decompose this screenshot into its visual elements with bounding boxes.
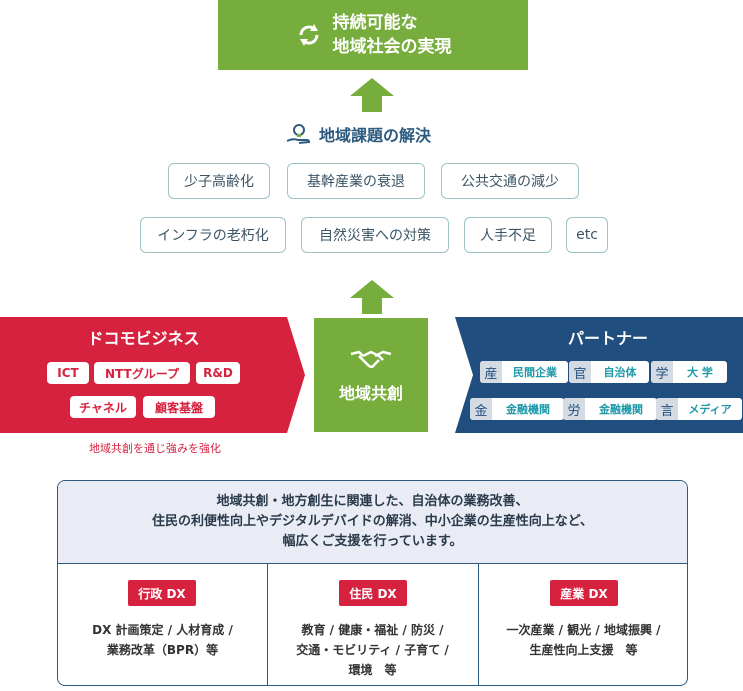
issues-title: 地域課題の解決	[319, 126, 432, 145]
issues-heading: 地域課題の解決	[285, 122, 485, 146]
dx-desc-line: 生産性向上支援 等	[529, 643, 638, 657]
dx-column-resident: 住民 DX 教育 / 健康・福祉 / 防災 / 交通・モビリティ / 子育て /…	[267, 563, 479, 685]
partner-chip-key: 金	[470, 398, 492, 420]
dx-desc: DX 計画策定 / 人材育成 / 業務改革（BPR）等	[58, 620, 267, 660]
partner-chip-value: 民間企業	[513, 366, 557, 379]
docomo-chip: ICT	[47, 362, 89, 384]
partner-chip-key: 言	[656, 398, 678, 420]
partner-chip-value: メディア	[688, 403, 732, 416]
dx-column-admin: 行政 DX DX 計画策定 / 人材育成 / 業務改革（BPR）等	[58, 563, 268, 685]
support-line: 地域共創・地方創生に関連した、自治体の業務改善、	[216, 494, 529, 509]
dx-badge: 産業 DX	[550, 580, 618, 606]
dx-desc-line: DX 計画策定 / 人材育成 /	[92, 623, 233, 637]
issue-chip: 人手不足	[464, 217, 552, 253]
dx-desc-line: 一次産業 / 観光 / 地域振興 /	[506, 623, 661, 637]
partner-chip-key: 産	[480, 361, 502, 383]
lightbulb-hand-icon	[286, 124, 311, 144]
docomo-title: ドコモビジネス	[87, 329, 200, 348]
issue-chip: 公共交通の減少	[441, 163, 579, 199]
support-line: 住民の利便性向上やデジタルデバイドの解消、中小企業の生産性向上など、	[151, 514, 594, 529]
up-arrow-icon	[350, 280, 394, 314]
issue-chip: 少子高齢化	[168, 163, 270, 199]
partner-chip-key: 労	[563, 398, 585, 420]
recycle-icon	[299, 24, 318, 46]
dx-desc-line: 業務改革（BPR）等	[106, 643, 219, 657]
support-box: 地域共創・地方創生に関連した、自治体の業務改善、 住民の利便性向上やデジタルデバ…	[57, 480, 688, 686]
docomo-note: 地域共創を通じ強みを強化	[89, 442, 221, 455]
dx-desc: 教育 / 健康・福祉 / 防災 / 交通・モビリティ / 子育て / 環境 等	[267, 620, 478, 680]
docomo-chip: 顧客基盤	[143, 396, 215, 418]
goal-line2: 地域社会の実現	[332, 37, 452, 57]
dx-desc-line: 交通・モビリティ / 子育て /	[296, 643, 449, 657]
dx-badge: 住民 DX	[339, 580, 407, 606]
issue-chip: インフラの老朽化	[140, 217, 286, 253]
partner-chip: 労 金融機関	[563, 398, 657, 420]
partner-chip-value: 金融機関	[599, 403, 643, 416]
issue-chip: 基幹産業の衰退	[287, 163, 425, 199]
dx-desc-line: 教育 / 健康・福祉 / 防災 /	[301, 623, 444, 637]
docomo-chip: チャネル	[70, 396, 136, 418]
partner-chip-key: 官	[569, 361, 591, 383]
support-intro: 地域共創・地方創生に関連した、自治体の業務改善、 住民の利便性向上やデジタルデバ…	[58, 481, 687, 563]
docomo-chip: R&D	[196, 362, 240, 384]
docomo-chip: NTTグループ	[94, 362, 190, 384]
partner-chip-value: 大 学	[687, 366, 713, 379]
partner-chip: 金 金融機関	[470, 398, 564, 420]
partner-chip: 学 大 学	[651, 361, 727, 383]
partner-chip: 言 メディア	[656, 398, 742, 420]
partner-title: パートナー	[567, 329, 648, 348]
partner-chip-value: 金融機関	[506, 403, 550, 416]
support-line: 幅広くご支援を行っています。	[282, 534, 463, 549]
goal-box: 持続可能な 地域社会の実現	[218, 0, 528, 70]
partner-chip-key: 学	[651, 361, 673, 383]
dx-desc-line: 環境 等	[348, 663, 397, 677]
co-creation-box: 地域共創	[314, 318, 428, 432]
issue-chip: 自然災害への対策	[301, 217, 449, 253]
partner-chip: 産 民間企業	[480, 361, 568, 383]
partner-chip-value: 自治体	[603, 366, 637, 379]
partner-chip: 官 自治体	[569, 361, 649, 383]
handshake-icon	[350, 350, 392, 369]
dx-column-industry: 産業 DX 一次産業 / 観光 / 地域振興 / 生産性向上支援 等	[478, 563, 687, 685]
up-arrow-icon	[350, 78, 394, 112]
dx-desc: 一次産業 / 観光 / 地域振興 / 生産性向上支援 等	[478, 620, 687, 660]
goal-line1: 持続可能な	[332, 13, 418, 33]
co-creation-label: 地域共創	[338, 384, 403, 403]
issue-chip: etc	[566, 217, 608, 253]
dx-badge: 行政 DX	[128, 580, 196, 606]
